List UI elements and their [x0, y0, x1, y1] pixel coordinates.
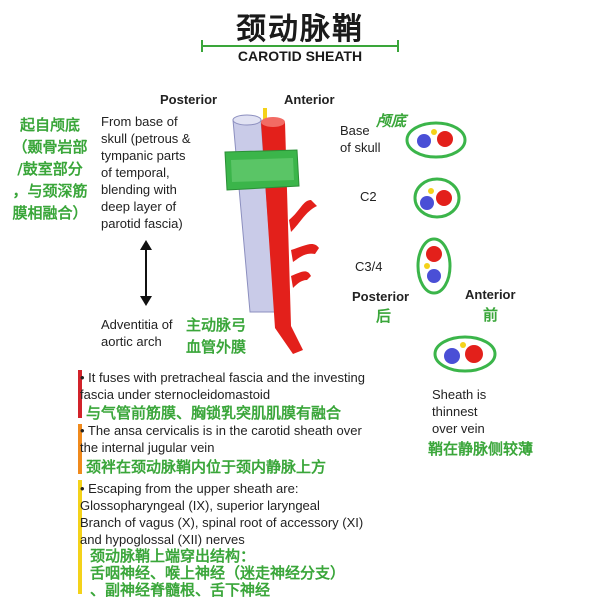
sheath-note-line: Sheath is	[432, 387, 487, 402]
origin-line: blending with	[101, 182, 177, 197]
bullet-nerves-chinese: 颈动脉鞘上端穿出结构： 舌咽神经、喉上神经（迷走神经分支） 、副神经脊髓根、舌下…	[90, 548, 345, 599]
left-note-line: 起自颅底	[19, 116, 80, 134]
origin-line: parotid fascia)	[101, 216, 183, 231]
artery-icon	[426, 246, 442, 262]
nerve-icon	[424, 263, 430, 269]
carotid-sheath-illustration	[224, 108, 319, 354]
base-skull-line: Base	[340, 123, 370, 138]
nerve-icon	[428, 188, 434, 194]
left-note-line: /鼓室部分	[17, 160, 83, 178]
external-carotid-branch-icon	[289, 200, 317, 232]
sheath-note-line: over vein	[432, 421, 485, 436]
bullet-fusion-chinese: 与气管前筋膜、胸锁乳突肌肌膜有融合	[86, 404, 342, 422]
adventitia-chinese: 主动脉弓 血管外膜	[186, 314, 246, 358]
left-note-line: ，与颈深筋	[12, 182, 88, 200]
bullet-bar-yellow	[78, 480, 82, 594]
artery-icon	[436, 190, 452, 206]
origin-description: From base of skull (petrous & tympanic p…	[101, 113, 221, 232]
nerve-icon	[431, 129, 437, 135]
bullet-bar-red	[78, 370, 82, 418]
bullet-line: fascia under sternocleidomastoid	[80, 387, 271, 402]
cross-section-c2	[413, 177, 461, 219]
anterior-label: Anterior	[465, 287, 516, 302]
vein-icon	[444, 348, 460, 364]
double-arrow-icon	[140, 240, 152, 306]
adventitia-line: Adventitia of	[101, 317, 173, 332]
base-skull-line: of skull	[340, 140, 381, 155]
sheath-note-line: thinnest	[432, 404, 478, 419]
origin-line: of temporal,	[101, 165, 170, 180]
origin-line: skull (petrous &	[101, 131, 191, 146]
origin-line: deep layer of	[101, 199, 177, 214]
base-skull-label: Base of skull	[340, 122, 400, 156]
posterior-chinese: 后	[376, 307, 392, 325]
adventitia-cn-line: 主动脉弓	[186, 316, 247, 334]
origin-line: From base of	[101, 114, 178, 129]
sheath-thinnest-note: Sheath is thinnest over vein	[432, 386, 512, 437]
bullet-cn-line: 颈动脉鞘上端穿出结构：	[90, 547, 256, 565]
posterior-label: Posterior	[352, 289, 410, 304]
c34-label: C3/4	[355, 259, 383, 274]
anterior-label-top: Anterior	[284, 92, 335, 107]
title-english: CAROTID SHEATH	[237, 48, 363, 64]
adventitia-description: Adventitia of aortic arch	[101, 316, 211, 350]
c2-label: C2	[360, 189, 377, 204]
bullet-line: • It fuses with pretracheal fascia and t…	[80, 370, 365, 385]
bullet-line: and hypoglossal (XII) nerves	[80, 532, 245, 547]
bullet-cn-line: 舌咽神经、喉上神经（迷走神经分支）	[90, 564, 346, 582]
sheath-thinnest-chinese: 鞘在静脉侧较薄	[428, 440, 534, 458]
bullet-ansa-chinese: 颈袢在颈动脉鞘内位于颈内静脉上方	[86, 458, 327, 476]
bullet-ansa: • The ansa cervicalis is in the carotid …	[80, 422, 420, 456]
vein-icon	[417, 134, 431, 148]
nerve-icon	[460, 342, 466, 348]
base-skull-chinese: 颅底	[376, 112, 407, 130]
title-underline	[201, 40, 399, 52]
cross-section-c34	[416, 237, 452, 295]
left-note-line: 膜相融合）	[12, 204, 88, 222]
bullet-line: Glossopharyngeal (IX), superior laryngea…	[80, 498, 320, 513]
cross-section-base-skull	[405, 121, 467, 159]
origin-line: tympanic parts	[101, 148, 186, 163]
bullet-line: the internal jugular vein	[80, 440, 215, 455]
bullet-line: Branch of vagus (X), spinal root of acce…	[80, 515, 364, 530]
left-origin-note: 起自颅底 （颞骨岩部 /鼓室部分 ，与颈深筋 膜相融合）	[2, 114, 98, 224]
bullet-fusion: • It fuses with pretracheal fascia and t…	[80, 369, 420, 403]
adventitia-cn-line: 血管外膜	[186, 338, 247, 356]
artery-icon	[465, 345, 483, 363]
bullet-cn-line: 、副神经脊髓根、舌下神经	[90, 581, 271, 599]
bullet-line: • Escaping from the upper sheath are:	[80, 481, 299, 496]
posterior-label-top: Posterior	[160, 92, 218, 107]
title-chinese: 颈动脉鞘	[236, 12, 364, 47]
vein-icon	[420, 196, 434, 210]
left-note-line: （颞骨岩部	[12, 138, 88, 156]
bullet-bar-orange	[78, 424, 82, 474]
artery-icon	[437, 131, 453, 147]
cross-section-lower	[433, 335, 497, 373]
bullet-nerves: • Escaping from the upper sheath are: Gl…	[80, 480, 410, 548]
adventitia-line: aortic arch	[101, 334, 162, 349]
bullet-line: • The ansa cervicalis is in the carotid …	[80, 423, 362, 438]
vein-icon	[427, 269, 441, 283]
anterior-chinese: 前	[483, 306, 499, 324]
